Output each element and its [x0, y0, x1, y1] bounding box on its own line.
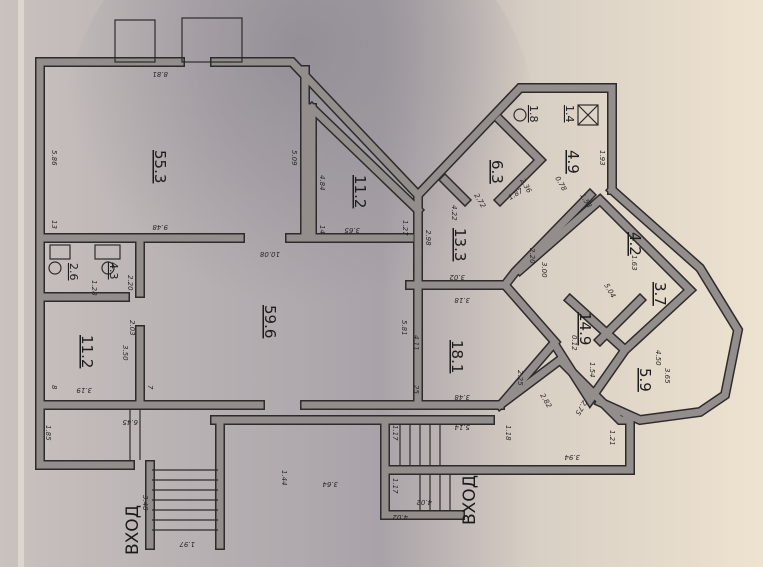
room-area: 3.7	[651, 282, 669, 306]
dimension: 2.25	[516, 370, 524, 386]
balcony-top	[114, 17, 243, 63]
dimension: 4.11	[412, 335, 420, 351]
dimension: 5.81	[400, 320, 408, 336]
dimension: 2.03	[128, 320, 136, 336]
dimension: 8	[50, 385, 58, 390]
dimension: 1.21	[608, 430, 616, 446]
dimension: 4.02	[392, 513, 408, 521]
room-area: 18.1	[448, 340, 466, 373]
dimension: 13	[50, 220, 58, 229]
dimension: 1.54	[588, 362, 596, 378]
room-area: 4.9	[564, 150, 582, 174]
entrance-label: ВХОД	[123, 505, 143, 555]
room-area: 11.2	[351, 175, 369, 208]
dimension: 3.65	[344, 226, 360, 234]
dimension: 1.44	[280, 470, 288, 486]
dimension: 5.09	[290, 150, 298, 166]
room-area: 14.9	[576, 312, 594, 345]
dimension: 3.48	[454, 393, 470, 401]
dimension: 1.28	[90, 280, 98, 296]
room-area: 13.3	[451, 228, 469, 261]
dimension: 3.94	[564, 453, 580, 461]
dimension: 3.65	[663, 368, 671, 384]
room-area: 11.2	[78, 335, 96, 368]
dimension: 4.22	[450, 205, 458, 221]
dimension: 3.19	[76, 386, 92, 394]
dimension: 3.64	[322, 480, 338, 488]
room-area: 1.8	[527, 105, 540, 123]
dimension: 3.02	[449, 273, 465, 281]
dimension: 1.17	[391, 478, 399, 494]
dimension: 8.81	[152, 70, 168, 78]
dimension: 3.00	[540, 262, 548, 278]
room-area: 6.3	[488, 160, 506, 184]
dimension: 4.84	[318, 175, 326, 191]
dimension: 1.97	[179, 540, 195, 548]
dimension: 0.12	[570, 335, 578, 351]
dimension: 1.18	[504, 425, 512, 441]
dimension: 9.48	[152, 223, 168, 231]
room-area: 55.3	[151, 150, 169, 183]
dimension: 25	[412, 385, 420, 394]
dimension: 5.86	[50, 150, 58, 166]
dimension: 2.20	[528, 248, 536, 264]
dimension: 4.50	[654, 350, 662, 366]
staircase-left	[129, 410, 218, 531]
dimension: 3.50	[121, 345, 129, 361]
dimension: 2.20	[126, 275, 134, 291]
room-area: 4.2	[626, 232, 644, 256]
staircase-right	[399, 425, 451, 510]
dimension: 10.08	[259, 250, 280, 258]
dimension: 5.14	[454, 423, 470, 431]
dimension: 3.18	[454, 296, 470, 304]
room-area: 1.4	[563, 105, 576, 123]
entrance-label: ВХОД	[460, 475, 480, 525]
paper-edge	[18, 0, 24, 567]
dimension: 7	[146, 385, 154, 390]
room-area: 2.6	[67, 263, 80, 281]
room-area: 59.6	[261, 305, 279, 338]
room-area: 4.3	[107, 262, 120, 280]
dimension: 1.63	[630, 255, 638, 271]
room-area: 5.9	[636, 368, 654, 392]
room-labels: 55.3 11.2 59.6 11.2 2.6 4.3 18.1 13.3 6.…	[67, 105, 669, 392]
dimension: 3.48	[141, 495, 149, 511]
dimension: 4.02	[416, 498, 432, 506]
dimension: 1.27	[401, 220, 409, 236]
dimension: 14	[318, 225, 326, 234]
dimension: 6.45	[122, 418, 138, 426]
dimension: 1.85	[44, 425, 52, 441]
bathroom-fixtures	[48, 104, 599, 275]
dimension: 2.98	[424, 230, 432, 246]
dimension: 1.93	[598, 150, 606, 166]
dimension: 1.17	[391, 425, 399, 441]
